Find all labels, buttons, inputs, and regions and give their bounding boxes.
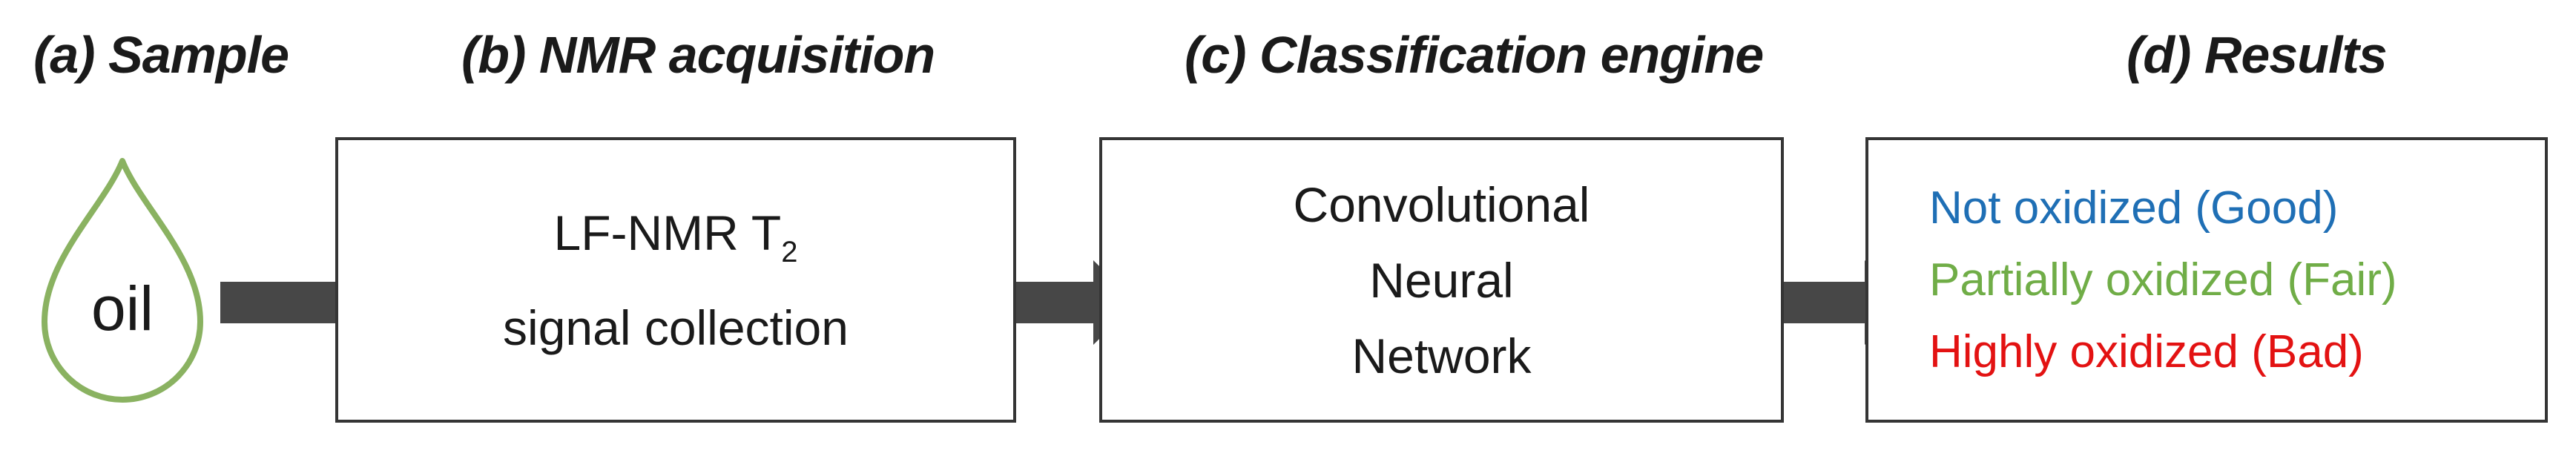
- stage-c-title: (c) Classification engine: [1185, 26, 1764, 84]
- stage-d-title: (d) Results: [2127, 26, 2388, 84]
- oil-droplet-outline: [42, 158, 203, 403]
- cnn-box-line-3: Network: [1351, 328, 1532, 383]
- oil-droplet-label: oil: [90, 274, 154, 343]
- cnn-box-line-2: Neural: [1369, 252, 1514, 308]
- result-partially-oxidized: Partially oxidized (Fair): [1929, 254, 2397, 306]
- nmr-box-line-1-text: LF-NMR T: [553, 205, 782, 260]
- t2-subscript: 2: [781, 235, 798, 268]
- oil-droplet-icon: [42, 158, 203, 403]
- nmr-acquisition-box: LF-NMR T2 signal collection: [335, 137, 1016, 423]
- cnn-classification-box: Convolutional Neural Network: [1099, 137, 1784, 423]
- stage-a-title: (a) Sample: [33, 26, 289, 84]
- stage-b-title: (b) NMR acquisition: [461, 26, 935, 84]
- result-not-oxidized: Not oxidized (Good): [1929, 182, 2339, 234]
- results-box: Not oxidized (Good) Partially oxidized (…: [1865, 137, 2548, 423]
- cnn-box-line-1: Convolutional: [1293, 176, 1590, 232]
- nmr-box-line-1: LF-NMR T2: [553, 195, 797, 290]
- nmr-box-line-2: signal collection: [503, 300, 849, 355]
- result-highly-oxidized: Highly oxidized (Bad): [1929, 326, 2364, 377]
